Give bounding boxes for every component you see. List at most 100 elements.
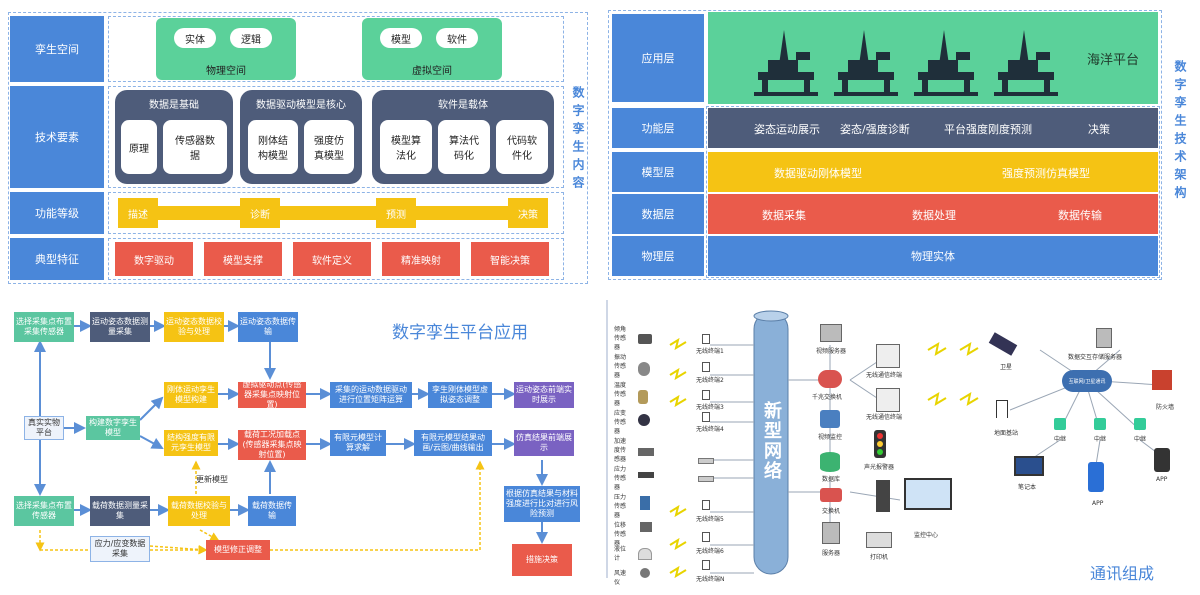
satellite-icon xyxy=(988,332,1018,356)
layer-physical-content: 物理实体 xyxy=(708,236,1158,276)
monitor-screen-icon xyxy=(904,478,952,510)
wireless-comm-terminal-2 xyxy=(876,388,900,412)
phone-label: APP xyxy=(1092,500,1104,507)
terminal-3-label: 无线终端3 xyxy=(696,404,724,411)
ocean-platform-text: 海洋平台 xyxy=(1086,52,1139,68)
q1-row-feature: 典型特征 xyxy=(10,238,104,280)
virtual-space-box: 模型 软件 虚拟空间 xyxy=(362,18,502,80)
terminal-icon-1 xyxy=(702,334,710,344)
feature-software-defined: 软件定义 xyxy=(293,242,371,276)
feature-digital-drive: 数字驱动 xyxy=(115,242,193,276)
terminal-4-label: 无线终端4 xyxy=(696,426,724,433)
tower-pc-icon xyxy=(876,480,890,512)
gigabit-switch-icon xyxy=(818,370,842,388)
layer-data-content: 数据采集 数据处理 数据传输 xyxy=(708,194,1158,234)
layer-data-label: 数据层 xyxy=(612,194,704,234)
wireless-comm-terminal-1-label: 无线通信终端 xyxy=(866,372,903,379)
tower-icon xyxy=(996,400,1008,418)
switch-label: 交换机 xyxy=(822,508,841,515)
q1-row3-area xyxy=(108,192,564,234)
fc-motion-verify: 运动姿态数据校验与处理 xyxy=(164,312,224,342)
cloud-label: 互联网/卫星通讯 xyxy=(1068,378,1106,385)
layer-model-label: 模型层 xyxy=(612,152,704,192)
server-icon xyxy=(822,522,840,544)
data-process: 数据处理 xyxy=(912,209,956,222)
fc-select-bottom: 选择采集点布置传感器 xyxy=(14,496,74,526)
tech-group-software: 软件是载体 模型算法化 算法代码化 代码软件化 xyxy=(372,90,554,184)
q2-lower-dash xyxy=(706,106,1160,278)
firewall-icon xyxy=(1152,370,1172,390)
relay-icon-3 xyxy=(1134,418,1146,430)
sensor-label-6: 应力传感器 xyxy=(614,466,627,491)
fc-rigid-model: 刚体运动孪生模型构建 xyxy=(164,382,218,408)
wireless-comm-terminal-2-label: 无线通信终端 xyxy=(866,414,903,421)
fc-update-model: 更新模型 xyxy=(196,475,228,484)
tech-group-model: 数据驱动模型是核心 刚体结构模型 强度仿真模型 xyxy=(240,90,362,184)
sensor-label-7: 压力传感器 xyxy=(614,494,627,519)
alarm-label: 声光报警器 xyxy=(864,464,895,471)
feature-smart-decision: 智能决策 xyxy=(471,242,549,276)
tablet-label: APP xyxy=(1156,476,1168,483)
tech-group-model-title: 数据驱动模型是核心 xyxy=(256,99,346,111)
tech-item-principle: 原理 xyxy=(121,120,157,174)
data-server-icon xyxy=(1096,328,1112,348)
layer-model-content: 数据驱动刚体模型 强度预测仿真模型 xyxy=(708,152,1158,192)
model-chip: 模型 xyxy=(380,28,422,48)
q1-row2-area xyxy=(108,86,564,188)
video-server-label: 视频服务器 xyxy=(816,348,847,355)
sensor-icon-6 xyxy=(638,472,654,478)
physical-space-box: 实体 逻辑 物理空间 xyxy=(156,18,296,80)
fc-fem-output: 有限元模型结果动画/云图/曲线输出 xyxy=(414,430,492,456)
model-strength: 强度预测仿真模型 xyxy=(1002,167,1090,180)
left-sensor-list: 倾角传感器 振动传感器 温度传感器 应变传感器 加速度传感器 应力传感器 压力传… xyxy=(614,324,650,586)
relay-icon-1 xyxy=(1054,418,1066,430)
fc-motion-transmit: 运动姿态数据传输 xyxy=(238,312,298,342)
printer-label: 打印机 xyxy=(870,554,889,561)
func-diagnose: 姿态/强度诊断 xyxy=(840,123,910,136)
q1-row-tech: 技术要素 xyxy=(10,86,104,188)
tech-item-sensor-data: 传感器数据 xyxy=(163,120,227,174)
gigabit-switch-label: 千兆交换机 xyxy=(812,394,843,401)
sensor-icon-4 xyxy=(638,414,650,426)
fc-predict: 根据仿真结果与材料强度进行比对进行风险预测 xyxy=(504,486,580,522)
sensor-label-10: 风速仪 xyxy=(614,570,627,586)
tech-item-rigid-model: 刚体结构模型 xyxy=(248,120,298,174)
fc-motion-collect: 运动姿态数据测量采集 xyxy=(90,312,150,342)
switch-icon-left2 xyxy=(698,476,714,482)
fc-rigid-adjust: 孪生刚体模型虚拟姿态调整 xyxy=(428,382,492,408)
sensor-label-2: 振动传感器 xyxy=(614,354,627,379)
satellite-label: 卫星 xyxy=(1000,364,1013,371)
fc-select-top: 选择采集点布置采集传感器 xyxy=(14,312,74,342)
q1-frame xyxy=(8,12,588,284)
fc-load-point: 载荷工况加载点(传感器采集点映射位置) xyxy=(238,430,306,460)
terminal-7-label: 无线终端N xyxy=(696,576,725,583)
fc-load-transmit: 载荷数据传输 xyxy=(248,496,296,526)
fc-sim-show: 仿真结果前端展示 xyxy=(514,430,574,456)
backbone-label: 新型网络 xyxy=(761,401,782,481)
relay-icon-2 xyxy=(1094,418,1106,430)
virtual-space-label: 虚拟空间 xyxy=(412,65,452,77)
func-motion-show: 姿态运动展示 xyxy=(754,123,820,136)
switch-icon xyxy=(820,488,842,502)
terminal-1-label: 无线终端1 xyxy=(696,348,724,355)
fc-motion-show: 运动姿态前端实时展示 xyxy=(514,382,574,408)
data-collect: 数据采集 xyxy=(762,209,806,222)
fc-struct-model: 结构强度有限元孪生模型 xyxy=(164,430,218,456)
sensor-icon-5 xyxy=(638,448,654,456)
relay-label-1: 中继 xyxy=(1054,436,1067,443)
sensor-label-4: 应变传感器 xyxy=(614,410,627,435)
tech-item-model-algo: 模型算法化 xyxy=(380,120,432,174)
phone-icon xyxy=(1088,462,1104,492)
q3-title: 数字孪生平台应用 xyxy=(392,323,528,343)
tech-item-strength-model: 强度仿真模型 xyxy=(304,120,354,174)
video-monitor-icon xyxy=(820,410,840,428)
sensor-icon-1 xyxy=(638,334,652,344)
terminal-icon-6 xyxy=(702,532,710,542)
level-predict: 预测 xyxy=(376,198,416,228)
q4-frame-line xyxy=(606,300,608,578)
level-diagnose: 诊断 xyxy=(240,198,280,228)
wireless-comm-terminal-1 xyxy=(876,344,900,368)
func-decision: 决策 xyxy=(1088,123,1110,136)
q1-row-twin-space: 孪生空间 xyxy=(10,16,104,82)
tech-item-algo-code: 算法代码化 xyxy=(438,120,490,174)
